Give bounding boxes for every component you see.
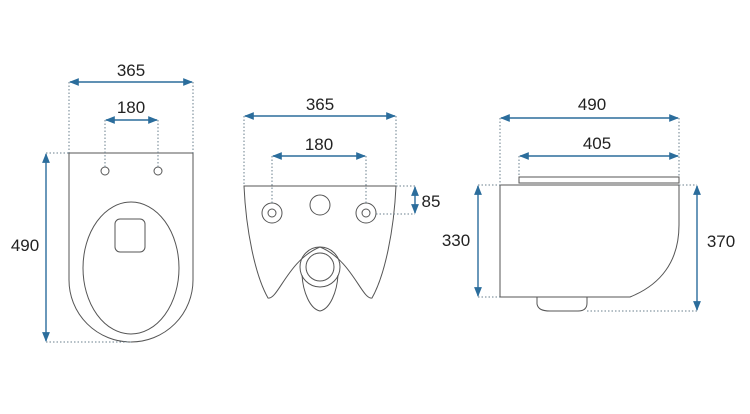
- length-label: 490: [11, 236, 39, 255]
- outlet-spigot: [536, 297, 588, 312]
- hole-height-label: 85: [422, 192, 441, 211]
- rear-width-label: 365: [306, 95, 334, 114]
- outlet-outer: [299, 246, 341, 288]
- side-outline: [499, 184, 680, 298]
- mounting-hole-left: [100, 166, 110, 176]
- bolt-hole-right-inner: [361, 208, 371, 218]
- side-length-label: 490: [578, 95, 606, 114]
- seat-opening: [82, 201, 180, 335]
- bolt-hole-left-outer: [261, 202, 283, 224]
- width-label: 365: [117, 61, 145, 80]
- bowl-outline: [68, 152, 194, 343]
- rear-hole-spacing-label: 180: [305, 135, 333, 154]
- bolt-hole-right-outer: [355, 202, 377, 224]
- bolt-hole-left-inner: [267, 208, 277, 218]
- flush-rim: [114, 218, 146, 253]
- side-view: 490 405 330 370: [442, 95, 735, 312]
- top-view: 365 180 490: [11, 61, 194, 343]
- rear-height-label: 330: [442, 231, 470, 250]
- outlet-pipe: [301, 274, 339, 312]
- water-inlet: [309, 194, 331, 216]
- seat-length-label: 405: [583, 134, 611, 153]
- outlet-inner: [305, 252, 335, 282]
- hole-spacing-label: 180: [117, 98, 145, 117]
- total-height-label: 370: [707, 232, 735, 251]
- seat-lid: [518, 176, 680, 184]
- mounting-hole-right: [153, 166, 163, 176]
- rear-view: 365 180 85: [243, 95, 441, 312]
